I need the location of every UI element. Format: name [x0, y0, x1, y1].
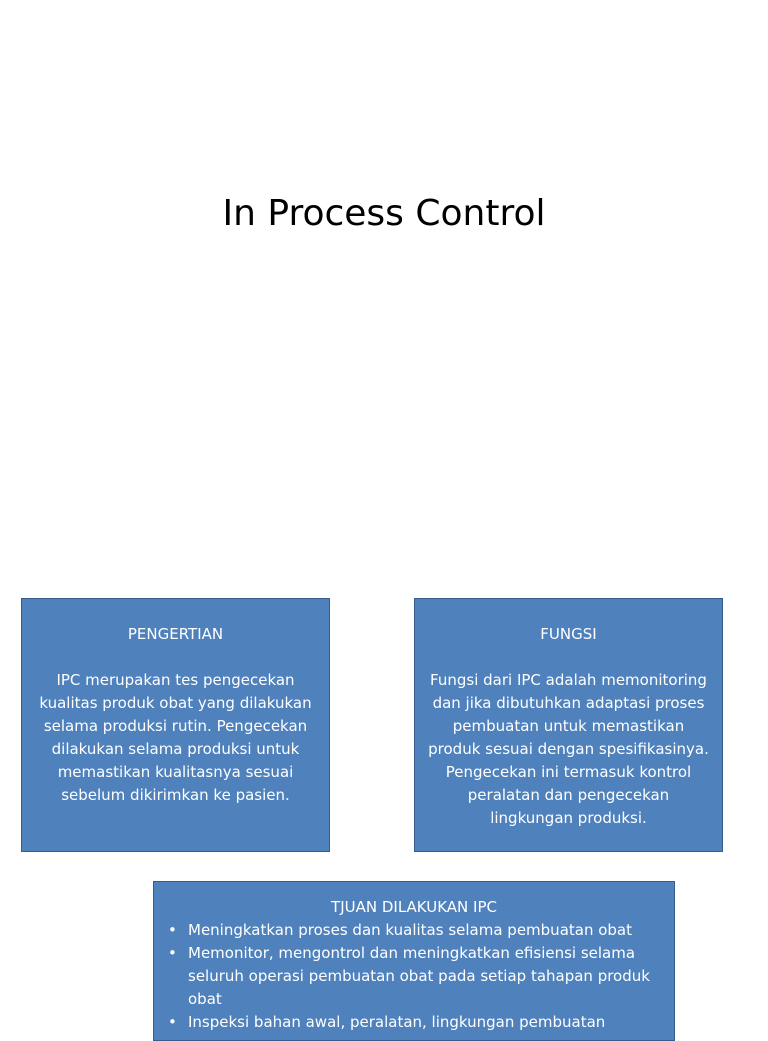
function-heading: FUNGSI	[540, 625, 597, 643]
goal-text: Meningkatkan proses dan kualitas selama …	[188, 921, 633, 939]
goals-list: • Meningkatkan proses dan kualitas selam…	[164, 919, 664, 1034]
definition-heading: PENGERTIAN	[127, 625, 224, 643]
bullet-icon: •	[168, 1013, 177, 1031]
goals-heading: TJUAN DILAKUKAN IPC	[331, 898, 497, 916]
goal-text: Memonitor, mengontrol dan meningkatkan e…	[188, 944, 650, 1008]
function-text: Fungsi dari IPC adalah memonitoring dan …	[428, 671, 709, 827]
card-spacer	[425, 646, 712, 669]
function-card: FUNGSI Fungsi dari IPC adalah memonitori…	[414, 598, 723, 852]
goals-list-item: • Meningkatkan proses dan kualitas selam…	[164, 919, 664, 942]
goal-text: Inspeksi bahan awal, peralatan, lingkung…	[188, 1013, 606, 1031]
goals-list-item: • Memonitor, mengontrol dan meningkatkan…	[164, 942, 664, 1011]
card-spacer	[34, 646, 317, 669]
goals-list-item: • Inspeksi bahan awal, peralatan, lingku…	[164, 1011, 664, 1034]
slide-title: In Process Control	[222, 193, 546, 234]
definition-text: IPC merupakan tes pengecekan kualitas pr…	[39, 671, 312, 804]
goals-card: TJUAN DILAKUKAN IPC • Meningkatkan prose…	[153, 881, 675, 1041]
bullet-icon: •	[168, 921, 177, 939]
definition-card: PENGERTIAN IPC merupakan tes pengecekan …	[21, 598, 330, 852]
bullet-icon: •	[168, 944, 177, 962]
